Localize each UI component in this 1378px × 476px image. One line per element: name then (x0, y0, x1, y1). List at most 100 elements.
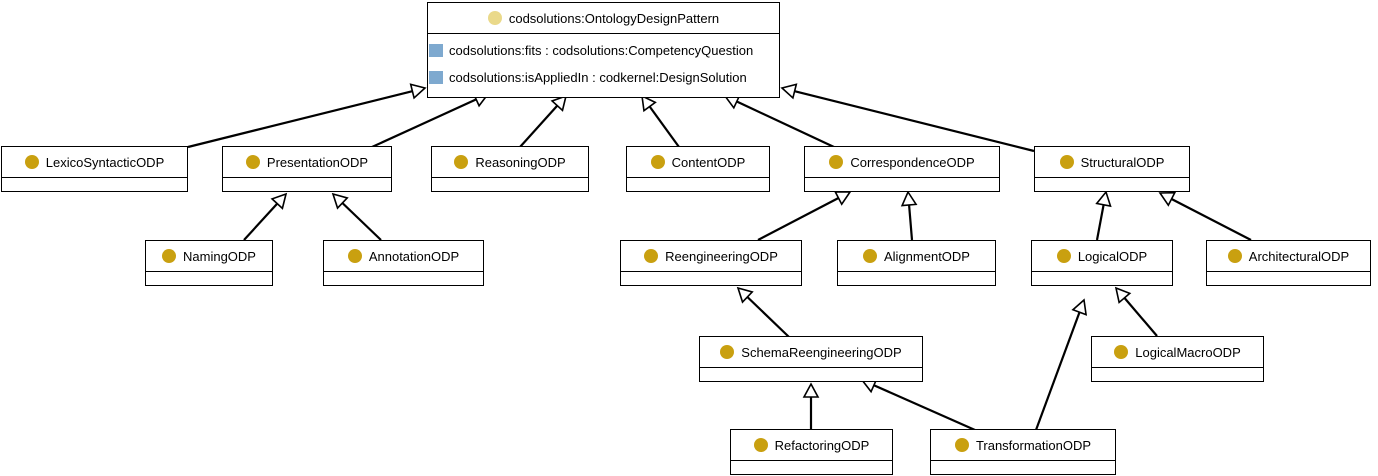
inheritance-line (1171, 197, 1252, 241)
inheritance-line (187, 90, 413, 149)
inheritance-line (371, 98, 477, 149)
inheritance-arrowhead (409, 83, 427, 100)
class-correspondence-odp[interactable]: CorrespondenceODP (804, 146, 1000, 192)
class-alignment-odp[interactable]: AlignmentODP (837, 240, 996, 286)
class-header: TransformationODP (931, 430, 1115, 461)
class-structural-odp[interactable]: StructuralODP (1034, 146, 1190, 192)
class-body (627, 178, 769, 192)
inheritance-line (648, 105, 680, 148)
class-name: RefactoringODP (774, 437, 870, 453)
inheritance-line (243, 202, 279, 241)
inheritance-arrowhead (1095, 190, 1112, 208)
inheritance-arrow (519, 94, 568, 148)
class-icon (347, 249, 362, 263)
inheritance-line (746, 296, 790, 338)
class-icon (753, 438, 768, 452)
class-naming-odp[interactable]: NamingODP (145, 240, 273, 286)
class-refactoring-odp[interactable]: RefactoringODP (730, 429, 893, 475)
class-name: AnnotationODP (368, 248, 460, 264)
class-name: LogicalMacroODP (1135, 344, 1241, 360)
inheritance-arrowhead (736, 286, 754, 304)
class-body (146, 272, 272, 286)
class-header: PresentationODP (223, 147, 391, 178)
class-header: LexicoSyntacticODP (2, 147, 187, 178)
inheritance-arrowhead (550, 94, 568, 112)
class-icon (454, 155, 469, 169)
class-header: CorrespondenceODP (805, 147, 999, 178)
inheritance-arrowhead (900, 190, 918, 207)
class-header: ContentODP (627, 147, 769, 178)
class-header: ReengineeringODP (621, 241, 801, 272)
inheritance-arrow (757, 190, 852, 241)
inheritance-arrow (1034, 298, 1088, 431)
class-annotation-odp[interactable]: AnnotationODP (323, 240, 484, 286)
class-transformation-odp[interactable]: TransformationODP (930, 429, 1116, 475)
class-icon (1114, 345, 1129, 359)
inheritance-arrowhead (270, 192, 288, 210)
inheritance-arrow (243, 192, 288, 241)
inheritance-arrow (1114, 286, 1158, 337)
attribute-row: codsolutions:isAppliedIn : codkernel:Des… (428, 64, 779, 91)
class-name: LexicoSyntacticODP (45, 154, 165, 170)
inheritance-arrowhead (1158, 191, 1177, 207)
class-name: LogicalODP (1077, 248, 1148, 264)
class-header: LogicalODP (1032, 241, 1172, 272)
class-header: AnnotationODP (324, 241, 483, 272)
inheritance-line (1095, 204, 1105, 241)
inheritance-arrow (1158, 191, 1252, 241)
class-architectural-odp[interactable]: ArchitecturalODP (1206, 240, 1371, 286)
class-header: LogicalMacroODP (1092, 337, 1263, 368)
class-icon (954, 438, 969, 452)
class-reasoning-odp[interactable]: ReasoningODP (431, 146, 589, 192)
class-name: PresentationODP (266, 154, 369, 170)
class-body (805, 178, 999, 192)
class-icon (863, 249, 877, 263)
inheritance-arrowhead (641, 94, 657, 113)
inheritance-arrowhead (1114, 286, 1132, 304)
inheritance-arrow (371, 92, 490, 149)
class-name: ArchitecturalODP (1248, 248, 1350, 264)
class-schema-reengineering-odp[interactable]: SchemaReengineeringODP (699, 336, 923, 382)
class-logical-macro-odp[interactable]: LogicalMacroODP (1091, 336, 1264, 382)
class-name: ContentODP (671, 154, 746, 170)
class-name: TransformationODP (975, 437, 1092, 453)
class-body (1032, 272, 1172, 286)
class-icon (1059, 155, 1074, 169)
attribute-list: codsolutions:fits : codsolutions:Compete… (428, 34, 779, 91)
inheritance-arrow (802, 382, 820, 429)
inheritance-arrow (736, 286, 790, 338)
class-body (223, 178, 391, 192)
class-icon (650, 155, 665, 169)
class-header: ReasoningODP (432, 147, 588, 178)
class-presentation-odp[interactable]: PresentationODP (222, 146, 392, 192)
class-header: ArchitecturalODP (1207, 241, 1370, 272)
class-content-odp[interactable]: ContentODP (626, 146, 770, 192)
inheritance-arrowhead (331, 192, 349, 210)
class-lexico-syntactic-odp[interactable]: LexicoSyntacticODP (1, 146, 188, 192)
class-name: ReasoningODP (475, 154, 566, 170)
inheritance-line (341, 202, 382, 241)
class-name: codsolutions:OntologyDesignPattern (508, 10, 720, 26)
inheritance-arrow (860, 377, 976, 432)
class-body (931, 461, 1115, 475)
class-logical-odp[interactable]: LogicalODP (1031, 240, 1173, 286)
class-body (1207, 272, 1370, 286)
class-body (1035, 178, 1189, 192)
class-name: SchemaReengineeringODP (741, 344, 902, 360)
inheritance-arrow (1095, 190, 1112, 241)
class-header: NamingODP (146, 241, 272, 272)
class-header: StructuralODP (1035, 147, 1189, 178)
attribute-label: codsolutions:isAppliedIn : codkernel:Des… (449, 70, 747, 85)
class-reengineering-odp[interactable]: ReengineeringODP (620, 240, 802, 286)
class-body (838, 272, 995, 286)
attribute-row: codsolutions:fits : codsolutions:Compete… (428, 37, 779, 64)
class-body (700, 368, 922, 382)
inheritance-line (519, 104, 559, 148)
inheritance-arrow (780, 83, 1035, 153)
class-ontology-design-pattern[interactable]: codsolutions:OntologyDesignPattern codso… (427, 2, 780, 98)
inheritance-line (907, 204, 914, 241)
class-icon (829, 155, 844, 169)
inheritance-line (757, 197, 839, 241)
inheritance-arrowhead (780, 83, 798, 100)
class-name: ReengineeringODP (665, 248, 778, 264)
